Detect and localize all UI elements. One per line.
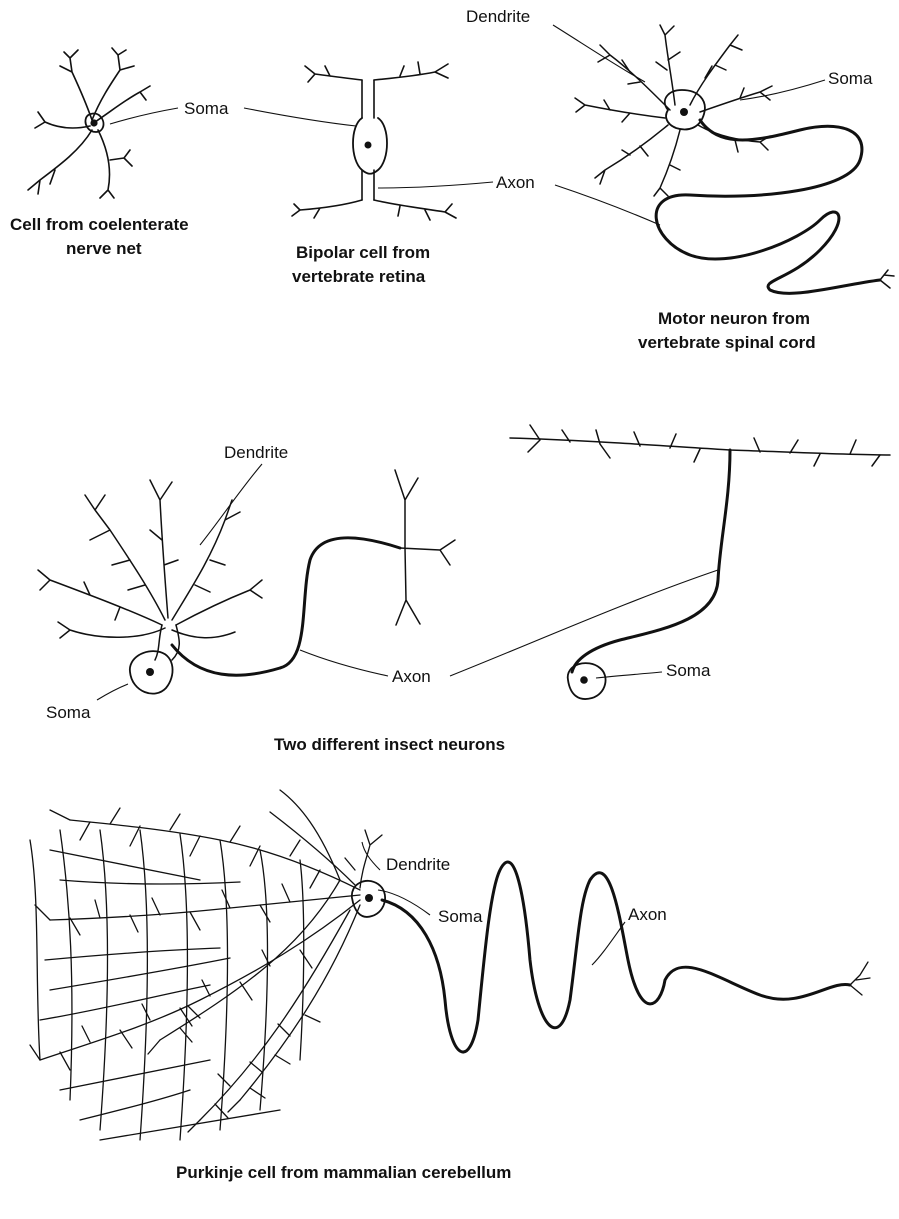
label-soma-insect-left: Soma bbox=[46, 703, 91, 722]
bipolar-neuron bbox=[292, 62, 456, 220]
leader-lines bbox=[97, 25, 825, 965]
motor-nucleus bbox=[680, 108, 688, 116]
purkinje-nucleus bbox=[365, 894, 373, 902]
caption-purkinje: Purkinje cell from mammalian cerebellum bbox=[176, 1163, 511, 1182]
caption-insect: Two different insect neurons bbox=[274, 735, 505, 754]
label-dendrite-purkinje: Dendrite bbox=[386, 855, 450, 874]
bipolar-nucleus bbox=[365, 142, 372, 149]
insect-left-nucleus bbox=[146, 668, 154, 676]
caption-motor-line1: Motor neuron from bbox=[658, 309, 810, 328]
caption-motor-line2: vertebrate spinal cord bbox=[638, 333, 816, 352]
label-soma-purkinje: Soma bbox=[438, 907, 483, 926]
label-soma-top: Soma bbox=[184, 99, 229, 118]
caption-bipolar-line1: Bipolar cell from bbox=[296, 243, 430, 262]
caption-bipolar-line2: vertebrate retina bbox=[292, 267, 426, 286]
label-axon-insect: Axon bbox=[392, 667, 431, 686]
insect-neuron-left bbox=[38, 470, 455, 694]
label-soma-insect-right: Soma bbox=[666, 661, 711, 680]
caption-coelenterate-line1: Cell from coelenterate bbox=[10, 215, 189, 234]
coelenterate-nucleus bbox=[90, 119, 97, 126]
label-axon-top: Axon bbox=[496, 173, 535, 192]
label-axon-purkinje: Axon bbox=[628, 905, 667, 924]
motor-neuron bbox=[575, 25, 894, 293]
label-soma-motor: Soma bbox=[828, 69, 873, 88]
label-dendrite-insect: Dendrite bbox=[224, 443, 288, 462]
label-dendrite-motor: Dendrite bbox=[466, 7, 530, 26]
insect-right-nucleus bbox=[580, 676, 588, 684]
insect-neuron-right bbox=[510, 425, 890, 699]
coelenterate-neuron bbox=[28, 48, 150, 198]
caption-coelenterate-line2: nerve net bbox=[66, 239, 142, 258]
purkinje-neuron bbox=[30, 790, 870, 1140]
